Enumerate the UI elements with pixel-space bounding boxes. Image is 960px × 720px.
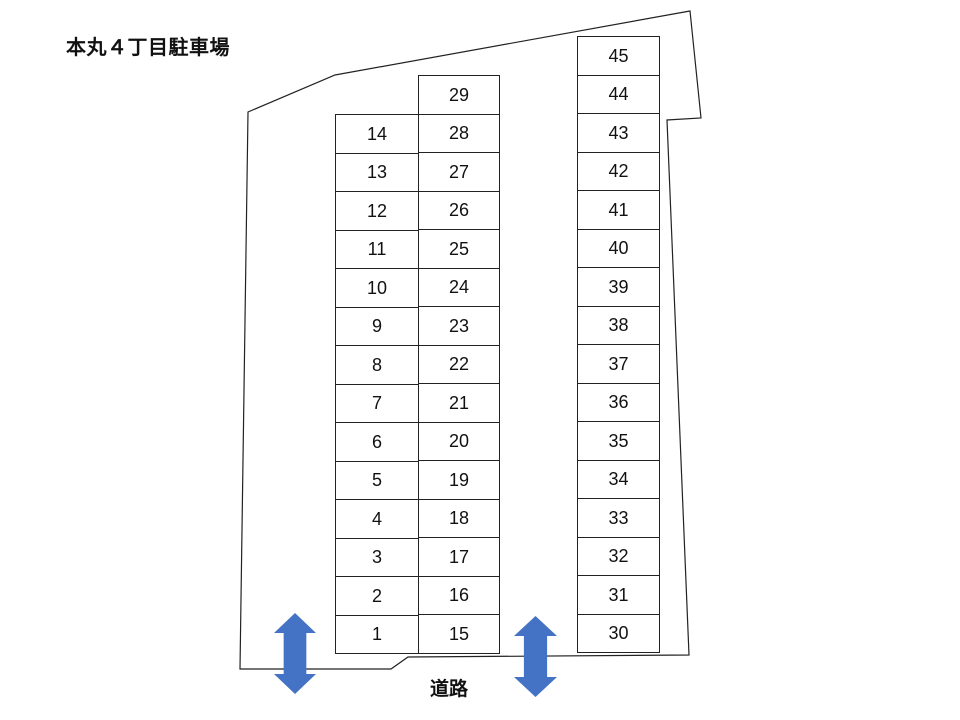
parking-stall-11: 11 (335, 230, 419, 269)
parking-stall-13: 13 (335, 153, 419, 192)
parking-stall-14: 14 (335, 114, 419, 154)
parking-stall-22: 22 (418, 345, 500, 384)
parking-stall-31: 31 (577, 575, 660, 615)
parking-stall-44: 44 (577, 75, 660, 114)
parking-stall-18: 18 (418, 499, 500, 538)
page-title: 本丸４丁目駐車場 (66, 35, 230, 59)
road-label: 道路 (430, 678, 469, 700)
parking-stall-30: 30 (577, 614, 660, 653)
parking-stall-27: 27 (418, 152, 500, 192)
parking-stall-34: 34 (577, 460, 660, 499)
parking-stall-4: 4 (335, 499, 419, 539)
parking-stall-42: 42 (577, 152, 660, 191)
parking-stall-40: 40 (577, 229, 660, 268)
parking-stall-43: 43 (577, 113, 660, 153)
entrance-arrow-right-icon (514, 616, 557, 697)
parking-stall-25: 25 (418, 229, 500, 269)
parking-stall-16: 16 (418, 576, 500, 615)
parking-stall-28: 28 (418, 114, 500, 153)
parking-stall-32: 32 (577, 537, 660, 576)
parking-stall-41: 41 (577, 190, 660, 230)
parking-stall-1: 1 (335, 615, 419, 654)
parking-stall-12: 12 (335, 191, 419, 231)
entrance-arrow-left-icon (274, 613, 316, 694)
parking-stall-10: 10 (335, 268, 419, 308)
parking-stall-5: 5 (335, 461, 419, 500)
parking-stall-24: 24 (418, 268, 500, 307)
parking-stall-21: 21 (418, 383, 500, 423)
parking-stall-2: 2 (335, 576, 419, 616)
parking-stall-39: 39 (577, 267, 660, 307)
parking-stall-35: 35 (577, 421, 660, 461)
parking-stall-15: 15 (418, 614, 500, 654)
parking-stall-23: 23 (418, 306, 500, 346)
parking-stall-38: 38 (577, 306, 660, 345)
parking-stall-8: 8 (335, 345, 419, 385)
parking-stall-26: 26 (418, 191, 500, 230)
parking-stall-29: 29 (418, 75, 500, 115)
parking-stall-20: 20 (418, 422, 500, 461)
parking-stall-36: 36 (577, 383, 660, 422)
parking-stall-7: 7 (335, 384, 419, 423)
parking-stall-45: 45 (577, 36, 660, 76)
parking-stall-19: 19 (418, 460, 500, 500)
parking-stall-33: 33 (577, 498, 660, 538)
parking-stall-3: 3 (335, 538, 419, 577)
parking-stall-6: 6 (335, 422, 419, 462)
parking-stall-17: 17 (418, 537, 500, 577)
parking-stall-9: 9 (335, 307, 419, 346)
parking-stall-37: 37 (577, 344, 660, 384)
